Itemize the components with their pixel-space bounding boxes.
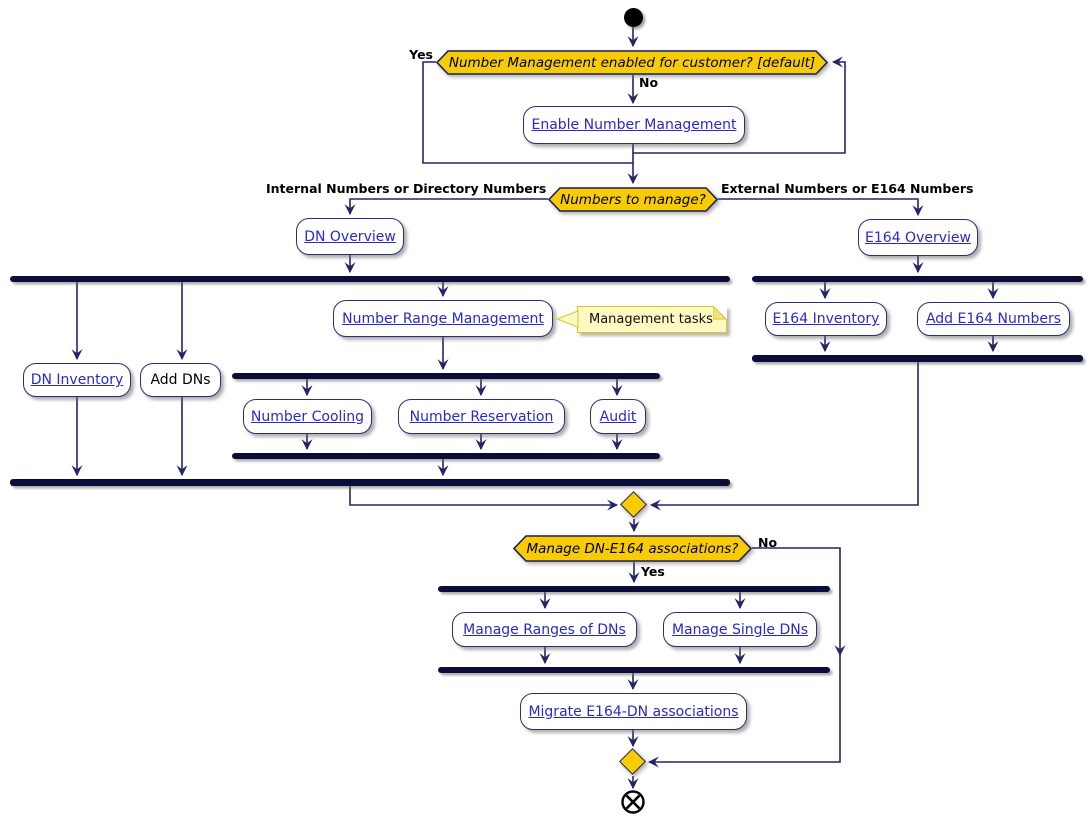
manage-single-dns-link[interactable]: Manage Single DNs [671,621,809,638]
note-text: Management tasks [589,312,713,327]
activity-migrate-associations: Migrate E164-DN associations [520,693,747,730]
decision-manage-associations: Manage DN-E164 associations? [513,535,752,562]
decision-number-management-enabled: Number Management enabled for customer? … [436,50,828,75]
note-fold-icon [713,306,727,320]
label-external-numbers: External Numbers or E164 Numbers [721,181,974,196]
decision-text: Manage DN-E164 associations? [526,540,739,557]
add-e164-numbers-link[interactable]: Add E164 Numbers [925,311,1062,327]
activity-audit: Audit [590,399,646,434]
activity-manage-single-dns: Manage Single DNs [663,612,817,647]
activity-number-range-management: Number Range Management [333,300,553,337]
activity-manage-ranges-of-dns: Manage Ranges of DNs [452,612,637,647]
label-yes: Yes [409,47,433,62]
join-bar-management-tasks [232,453,660,459]
activity-e164-inventory: E164 Inventory [765,302,887,336]
diamond-shape [619,748,646,775]
manage-ranges-of-dns-link[interactable]: Manage Ranges of DNs [463,621,626,638]
dn-overview-link[interactable]: DN Overview [304,228,396,245]
start-node [624,8,643,27]
number-cooling-link[interactable]: Number Cooling [250,408,365,425]
add-dns-label: Add DNs [150,372,211,388]
activity-enable-number-management: Enable Number Management [523,106,745,144]
merge-diamond-top [620,491,647,518]
decision-text: Numbers to manage? [560,191,706,208]
fork-bar-internal [10,276,730,282]
label-no: No [758,535,778,550]
activity-add-dns: Add DNs [140,363,221,397]
e164-inventory-link[interactable]: E164 Inventory [772,311,880,327]
hexagon-shape [513,535,752,562]
number-reservation-link[interactable]: Number Reservation [409,408,554,425]
decision-numbers-to-manage: Numbers to manage? [548,187,718,212]
activity-number-cooling: Number Cooling [243,399,372,434]
hexagon-shape [436,50,828,75]
activity-number-reservation: Number Reservation [398,399,565,434]
fork-bar-external [752,276,1083,282]
label-no: No [639,75,659,90]
end-node [621,790,645,814]
migrate-associations-link[interactable]: Migrate E164-DN associations [528,703,739,720]
enable-number-management-link[interactable]: Enable Number Management [531,117,737,133]
diamond-shape [620,491,647,518]
label-yes: Yes [641,564,665,579]
hexagon-shape [548,187,718,212]
merge-diamond-bottom [619,748,646,775]
decision-text: Number Management enabled for customer? … [448,54,816,71]
join-bar-internal [10,479,730,486]
note-pointer [556,310,579,328]
e164-overview-link[interactable]: E164 Overview [865,229,971,246]
dn-inventory-link[interactable]: DN Inventory [30,372,124,388]
number-range-management-link[interactable]: Number Range Management [342,310,544,327]
fork-bar-associations [438,586,830,592]
join-bar-associations [438,667,830,673]
activity-dn-inventory: DN Inventory [23,363,131,397]
fork-bar-management-tasks [232,373,660,379]
activity-dn-overview: DN Overview [296,218,404,255]
activity-add-e164-numbers: Add E164 Numbers [917,302,1070,336]
join-bar-external [752,355,1083,362]
note-management-tasks: Management tasks [577,306,727,333]
audit-link[interactable]: Audit [599,408,637,425]
label-internal-numbers: Internal Numbers or Directory Numbers [266,181,547,196]
activity-e164-overview: E164 Overview [858,219,978,256]
